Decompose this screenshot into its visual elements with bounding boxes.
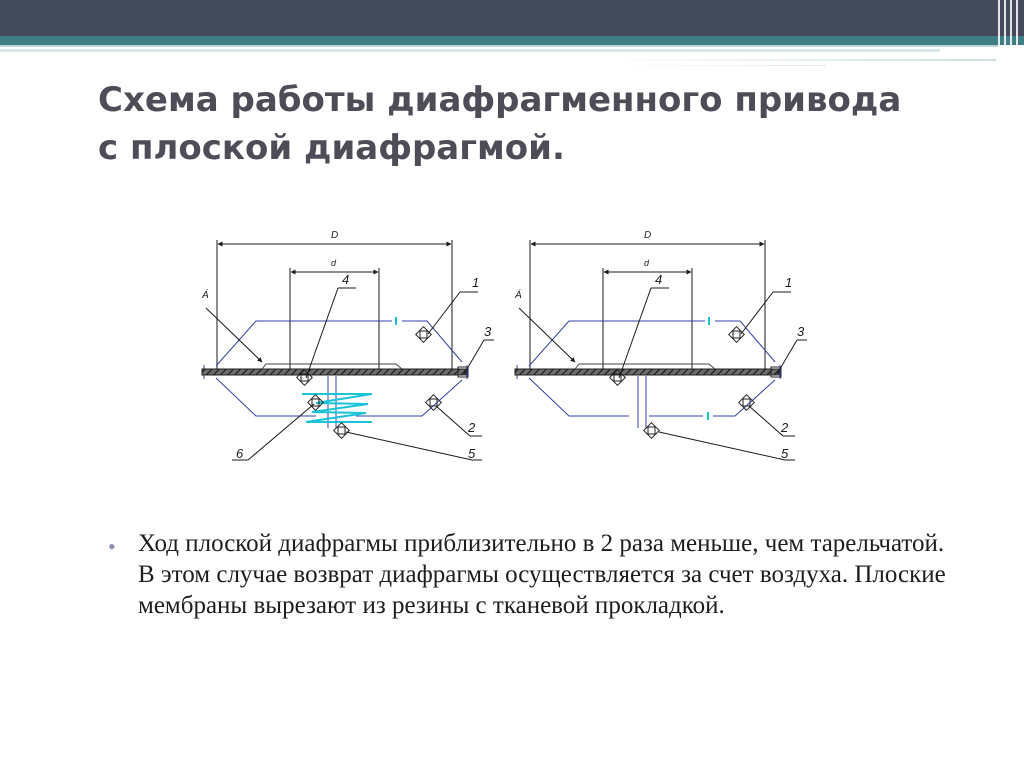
title-line-2: с плоской диафрагмой. xyxy=(98,128,565,168)
slide-title: Схема работы диафрагменного привода с пл… xyxy=(98,76,978,172)
decor-line xyxy=(606,65,826,66)
bullet-item: • Ход плоской диафрагмы приблизительно в… xyxy=(108,528,948,621)
diagram-air-return xyxy=(514,240,807,461)
label-2: 2 xyxy=(780,420,789,435)
label-d: d xyxy=(644,258,650,268)
accent-line xyxy=(0,45,1000,47)
label-3: 3 xyxy=(484,324,492,339)
bullet-text: Ход плоской диафрагмы приблизительно в 2… xyxy=(138,530,946,619)
label-1: 1 xyxy=(785,275,792,290)
actuator-diagram: D d Á 4 1 3 2 5 6 xyxy=(201,230,807,461)
diagram-with-spring xyxy=(201,240,494,461)
label-5: 5 xyxy=(781,446,789,461)
label-A: Á xyxy=(201,288,209,301)
accent-line xyxy=(0,49,940,52)
label-d: d xyxy=(331,258,337,268)
label-D: D xyxy=(331,230,338,241)
label-A: Á xyxy=(514,288,522,301)
bullet-dot-icon: • xyxy=(108,534,116,559)
label-4: 4 xyxy=(342,272,349,287)
label-3: 3 xyxy=(797,324,805,339)
title-line-1: Схема работы диафрагменного привода xyxy=(98,80,902,120)
accent-band xyxy=(0,36,1024,45)
label-D: D xyxy=(644,230,651,241)
corner-stripes xyxy=(995,0,1024,64)
label-5: 5 xyxy=(468,446,476,461)
decor-line xyxy=(606,59,996,61)
top-bar xyxy=(0,0,1024,36)
label-1: 1 xyxy=(472,275,479,290)
label-6: 6 xyxy=(236,446,244,461)
label-2: 2 xyxy=(467,420,476,435)
label-4: 4 xyxy=(655,272,662,287)
